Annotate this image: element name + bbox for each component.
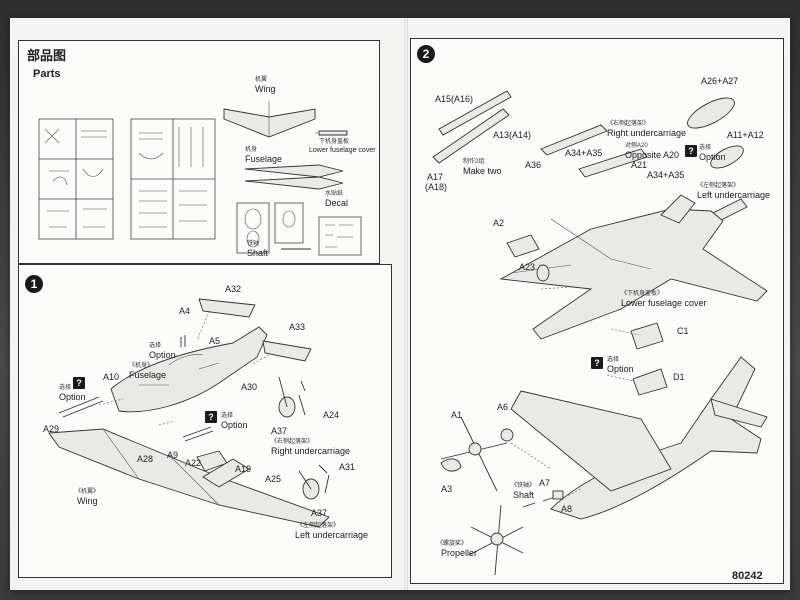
label-a13-a14: A13(A14): [493, 130, 532, 140]
label-a30: A30: [241, 382, 258, 392]
step2-lower-cover-cn: 《下机身盖板》: [621, 291, 664, 297]
step1-left-uc-en: Left undercarriage: [295, 530, 369, 540]
label-a34-a35-2: A34+A35: [647, 170, 685, 180]
step2-propeller-cn: 《螺旋桨》: [437, 541, 468, 547]
label-a6: A6: [497, 402, 509, 412]
step1-option-en-2: Option: [59, 392, 86, 402]
label-a22: A22: [185, 458, 202, 468]
label-a18: (A18): [425, 182, 448, 192]
step2-option-en-1: Option: [699, 152, 726, 162]
step1-option-cn-1: 选择: [149, 343, 162, 349]
step2-option-cn-2: 选择: [607, 357, 620, 363]
label-a19: A19: [235, 464, 252, 474]
label-a31: A31: [339, 462, 356, 472]
label-c1: C1: [677, 326, 689, 336]
instruction-sheet: 部品图 Parts: [10, 18, 790, 590]
parts-decal-en: Decal: [325, 198, 349, 208]
label-a2: A2: [493, 218, 505, 228]
label-a4: A4: [179, 306, 191, 316]
step2-lower-cover-en: Lower fuselage cover: [621, 298, 707, 308]
step2-option-en-2: Option: [607, 364, 634, 374]
step1-fuselage-cn: 《机身》: [129, 363, 154, 369]
option-badge-2: ?: [205, 411, 217, 423]
label-d1: D1: [673, 372, 685, 382]
label-a5: A5: [209, 336, 221, 346]
label-a15-a16: A15(A16): [435, 94, 474, 104]
label-a9: A9: [167, 450, 179, 460]
step1-wing-en: Wing: [77, 496, 98, 506]
page-fold: [404, 18, 408, 590]
label-a17: A17: [427, 172, 444, 182]
step-1-panel: 1: [18, 264, 392, 578]
label-a24: A24: [323, 410, 340, 420]
parts-lower-cover-cn: 下机身盖板: [319, 139, 350, 145]
parts-panel: 部品图 Parts: [18, 40, 380, 264]
option-badge-3: ?: [685, 145, 697, 157]
option-badge-4: ?: [591, 357, 603, 369]
label-a25: A25: [265, 474, 282, 484]
step-2-drawing: [432, 90, 768, 576]
label-a34-a35-1: A34+A35: [565, 148, 603, 158]
step-1-badge: 1: [25, 275, 43, 293]
parts-title-en: Parts: [33, 68, 61, 80]
opposite-a20-en: Opposite A20: [625, 150, 680, 160]
label-a10: A10: [103, 372, 120, 382]
step1-right-uc-en: Right undercarriage: [271, 446, 351, 456]
label-a28: A28: [137, 454, 154, 464]
step-2-panel: 2: [410, 38, 784, 584]
page-code: 80242: [732, 570, 763, 582]
parts-fuselage-cn: 机身: [245, 147, 258, 153]
opposite-a20-cn: 对侧A20: [625, 143, 648, 149]
parts-wing-en: Wing: [255, 84, 276, 94]
step2-left-uc-en: Left undercarriage: [697, 190, 771, 200]
label-a1: A1: [451, 410, 463, 420]
parts-shaft-cn: 铁轴: [247, 241, 260, 247]
step-2-badge: 2: [417, 45, 435, 63]
step2-option-cn-1: 选择: [699, 145, 712, 151]
step2-shaft-cn: 《铁轴》: [511, 483, 536, 489]
label-a11-a12: A11+A12: [727, 130, 764, 140]
label-a37-left: A37: [311, 508, 328, 518]
label-a37-right: A37: [271, 426, 288, 436]
parts-decal-cn: 水贴纸: [325, 191, 344, 197]
step1-option-en-3: Option: [221, 420, 248, 430]
step1-option-cn-2: 选择: [59, 385, 72, 391]
label-a21: A21: [631, 160, 648, 170]
make-two-cn: 制作2组: [463, 159, 485, 165]
label-a7: A7: [539, 478, 551, 488]
step1-option-cn-3: 选择: [221, 413, 234, 419]
step-1-drawing: [48, 298, 330, 528]
option-badge-1: ?: [73, 377, 85, 389]
parts-lower-cover-en: Lower fuselage cover: [309, 147, 376, 154]
step1-option-en-1: Option: [149, 350, 176, 360]
parts-shaft-en: Shaft: [247, 248, 269, 258]
parts-wing-cn: 机翼: [255, 77, 268, 83]
label-a23: A23: [519, 262, 536, 272]
make-two-en: Make two: [463, 166, 502, 176]
step1-left-uc-cn: 《左侧起落架》: [297, 523, 340, 529]
label-a33: A33: [289, 322, 306, 332]
sprue-a-drawing: [38, 101, 362, 256]
label-a36: A36: [525, 160, 542, 170]
parts-title-cn: 部品图: [27, 48, 67, 63]
step2-propeller-en: Propeller: [441, 548, 478, 558]
label-a32: A32: [225, 284, 242, 294]
label-a8: A8: [561, 504, 573, 514]
step1-right-uc-cn: 《右侧起落架》: [271, 439, 314, 445]
label-a26-a27: A26+A27: [701, 76, 739, 86]
step2-right-uc-cn: 《右侧起落架》: [607, 121, 650, 127]
label-a29: A29: [43, 424, 60, 434]
parts-fuselage-en: Fuselage: [245, 154, 283, 164]
step2-left-uc-cn: 《左侧起落架》: [697, 183, 740, 189]
step1-wing-cn: 《机翼》: [75, 489, 100, 495]
step2-shaft-en: Shaft: [513, 490, 535, 500]
step1-fuselage-en: Fuselage: [129, 370, 167, 380]
step2-right-uc-en: Right undercarriage: [607, 128, 687, 138]
label-a3: A3: [441, 484, 453, 494]
